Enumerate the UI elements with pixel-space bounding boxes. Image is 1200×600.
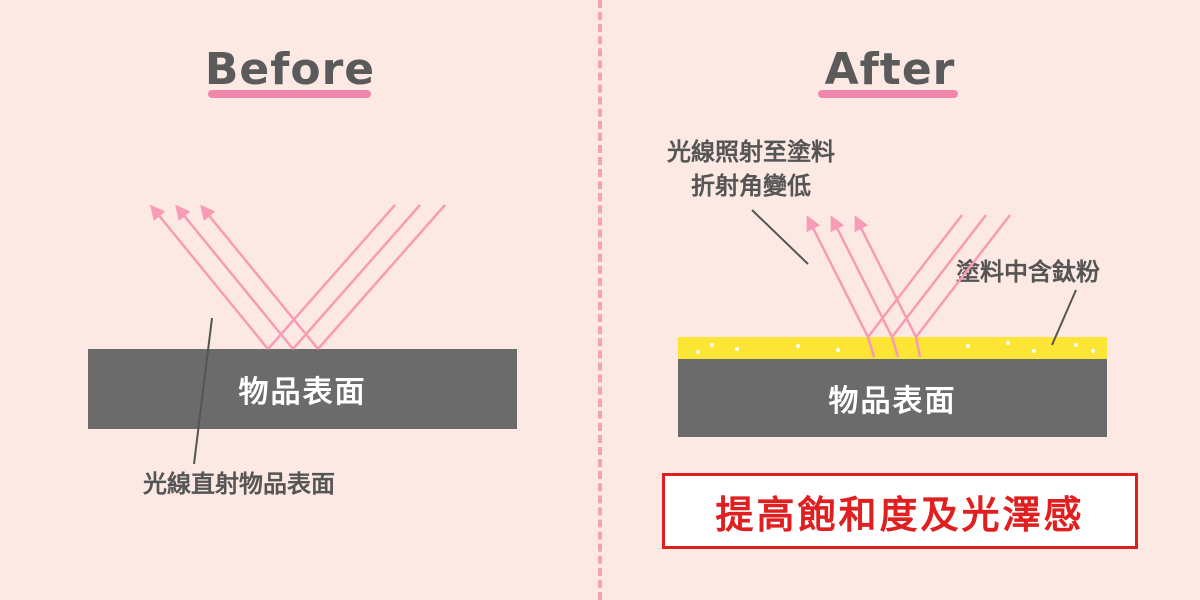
before-incident-rays: [267, 204, 446, 350]
before-incident-ray: [292, 204, 421, 350]
before-leader-line: [193, 317, 213, 465]
after-reflected-ray: [854, 215, 918, 338]
coating-particle: [696, 350, 700, 354]
titanium-coating-layer: [678, 337, 1107, 359]
coating-particle: [1091, 349, 1095, 353]
after-refracted-ray: [866, 336, 876, 358]
coating-particle: [1032, 349, 1036, 353]
before-reflected-ray: [200, 204, 319, 350]
coating-particle: [836, 348, 840, 352]
coating-particle: [1074, 343, 1078, 347]
coating-leader-line: [1051, 289, 1077, 346]
coating-particle: [966, 344, 970, 348]
before-title: Before: [204, 44, 376, 95]
result-box: 提高飽和度及光澤感: [662, 473, 1138, 549]
after-surface-block: 物品表面: [678, 359, 1107, 437]
after-incident-rays: [867, 214, 1011, 338]
before-incident-ray: [267, 204, 396, 350]
after-reflected-ray: [830, 215, 894, 338]
after-refracted-rays: [866, 336, 922, 358]
coating-particle: [796, 344, 800, 348]
coating-label: 塗料中含鈦粉: [956, 258, 1100, 286]
before-surface-block: 物品表面: [88, 349, 517, 429]
after-surface-label: 物品表面: [828, 384, 957, 419]
center-divider: [598, 0, 602, 600]
before-reflected-rays: [150, 204, 319, 350]
after-note-line2: 折射角變低: [691, 172, 811, 200]
before-incident-ray: [317, 204, 446, 350]
coating-particle: [735, 347, 739, 351]
before-note: 光線直射物品表面: [143, 470, 335, 498]
after-reflected-rays: [806, 215, 918, 338]
after-incident-ray: [867, 214, 963, 338]
after-refracted-ray: [914, 336, 922, 358]
after-incident-ray: [915, 214, 1011, 338]
after-title-underline: [818, 90, 958, 98]
after-note: 光線照射至塗料 折射角變低: [636, 135, 866, 203]
coating-particle: [710, 343, 714, 347]
result-text: 提高飽和度及光澤感: [715, 492, 1085, 537]
before-title-underline: [208, 90, 371, 98]
after-refracted-ray: [890, 336, 900, 358]
after-note-leader-line: [751, 209, 809, 265]
after-note-line1: 光線照射至塗料: [667, 138, 835, 166]
after-incident-ray: [891, 214, 987, 338]
before-surface-label: 物品表面: [238, 375, 367, 410]
after-reflected-ray: [806, 215, 870, 338]
coating-particle: [1006, 341, 1010, 345]
after-title: After: [824, 44, 956, 95]
before-reflected-ray: [150, 204, 269, 350]
before-reflected-ray: [175, 204, 294, 350]
